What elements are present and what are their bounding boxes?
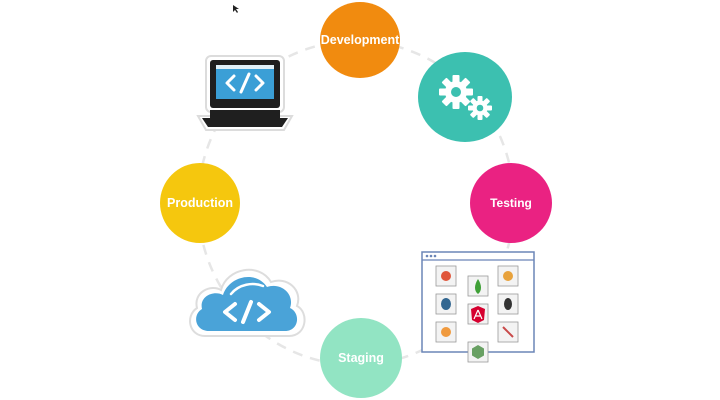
stage-production: Production (160, 163, 240, 243)
stage-staging: Staging (320, 318, 402, 398)
stage-development: Development (320, 2, 400, 78)
application-stack-window-icon (420, 250, 538, 366)
stage-development-label: Development (320, 33, 400, 47)
stage-testing-label: Testing (490, 196, 532, 210)
stage-production-label: Production (167, 196, 233, 210)
stage-testing: Testing (470, 163, 552, 243)
laptop-code-icon (196, 52, 294, 138)
stage-staging-label: Staging (338, 351, 384, 365)
gears-icon (418, 52, 512, 142)
cloud-code-icon (183, 254, 311, 344)
mouse-cursor-icon (232, 0, 242, 13)
